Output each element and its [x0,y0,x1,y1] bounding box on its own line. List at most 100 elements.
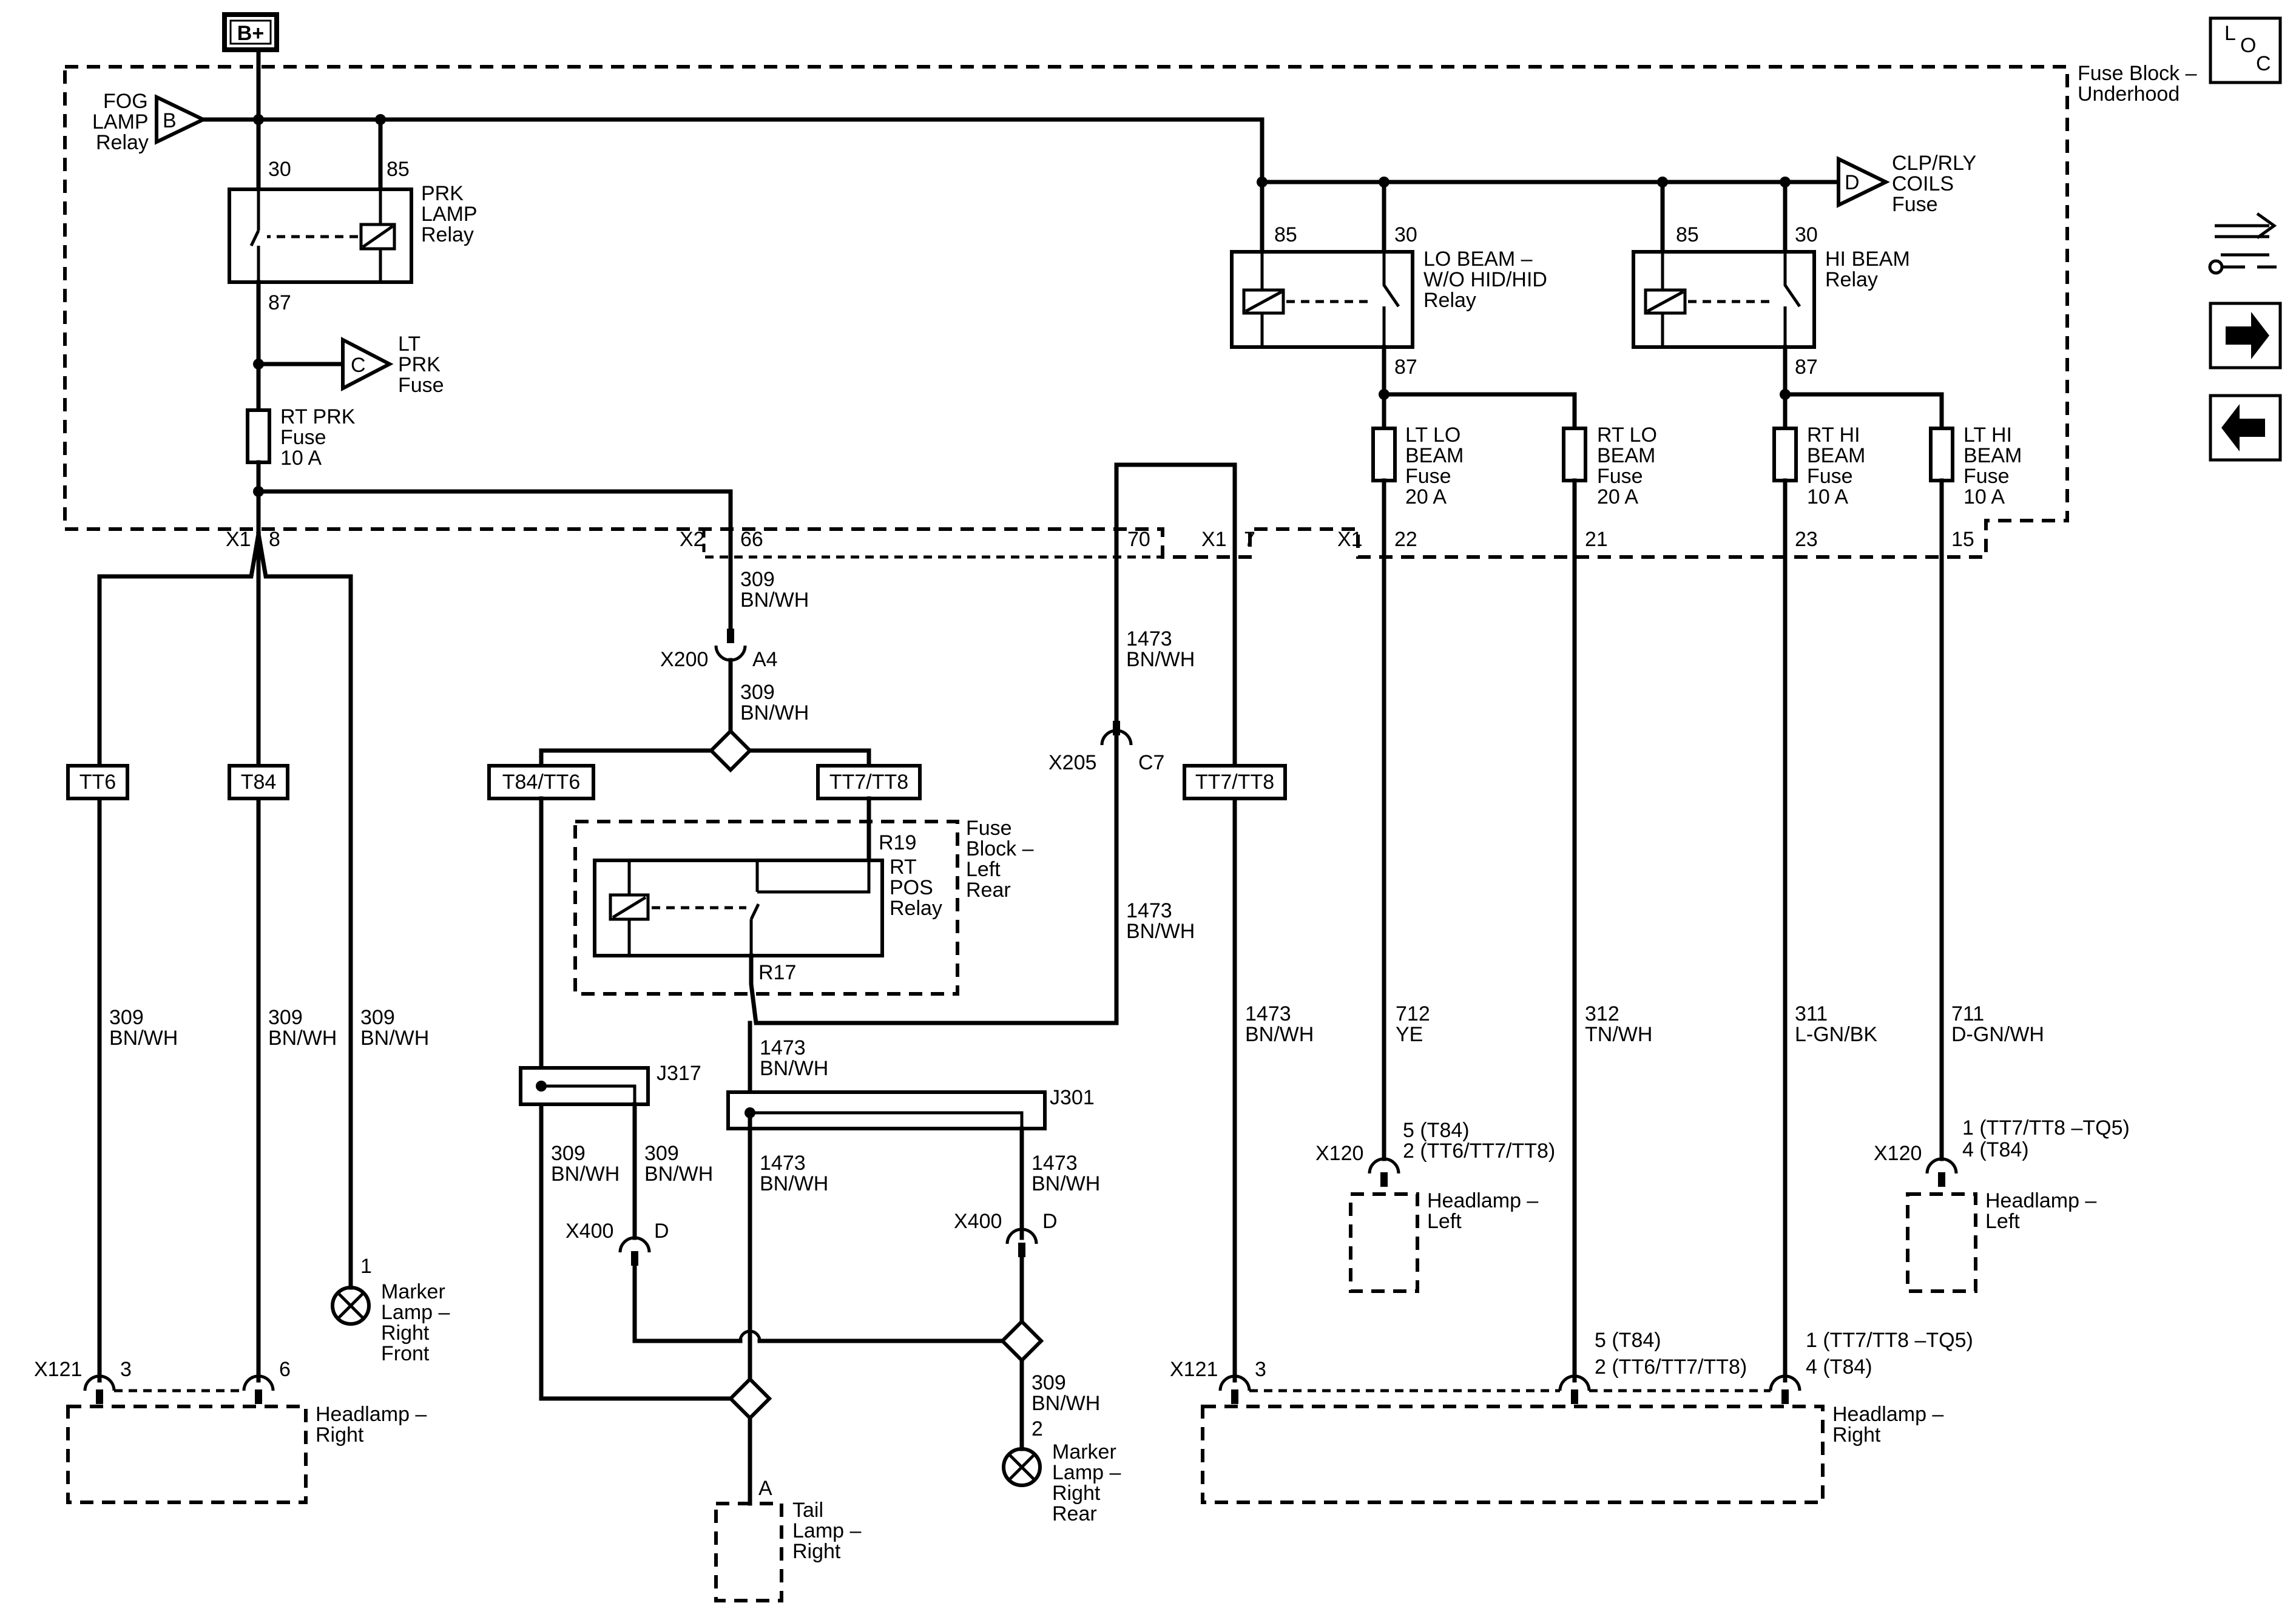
splice-diamond-tail [728,1376,772,1421]
fog-bus-wire [201,117,1264,184]
lt-hi-beam-fuse: LT HI BEAM Fuse 10 A [1929,424,2022,508]
svg-text:Fuse: Fuse [1892,193,1938,216]
loc-button[interactable]: L O C [2209,16,2282,84]
svg-text:23: 23 [1795,528,1818,551]
svg-text:C: C [351,354,366,377]
svg-text:8: 8 [269,528,280,551]
svg-text:O: O [2240,34,2256,57]
svg-text:Tail: Tail [792,1499,823,1522]
wire-1473-x2-label: 1473 BN/WH [1126,627,1195,671]
svg-text:Headlamp –: Headlamp – [1427,1189,1538,1212]
svg-text:D: D [1042,1210,1058,1233]
svg-text:309: 309 [268,1006,303,1029]
svg-text:15: 15 [1951,528,1974,551]
rt-hi-beam-fuse: RT HI BEAM Fuse 10 A [1772,424,1865,508]
connector-x200: X200 A4 [660,629,778,671]
svg-text:BEAM: BEAM [1597,444,1655,467]
svg-text:X400: X400 [954,1210,1002,1233]
svg-text:R17: R17 [758,961,796,984]
svg-text:FOG: FOG [103,90,148,113]
headlamp-right-right: Headlamp – Right [1201,1403,1943,1504]
svg-text:Right: Right [1052,1482,1101,1505]
headlamp-left-hi-connector: X120 1 (TT7/TT8 –TQ5) 4 (T84) [1874,1116,2130,1187]
wire-309-rear-label: 309 BN/WH [1032,1371,1100,1415]
wire-1473-from-relay [749,733,1119,1025]
bplus-label: B+ [237,22,264,45]
svg-text:Left: Left [1427,1210,1462,1233]
svg-text:309: 309 [109,1006,144,1029]
next-arrow-button[interactable] [2209,302,2282,370]
svg-text:Right: Right [792,1540,841,1563]
headlamp-right-left: Headlamp – Right [66,1403,427,1504]
previous-arrow-button[interactable] [2209,394,2282,462]
svg-text:POS: POS [890,876,933,899]
svg-text:66: 66 [740,528,763,551]
x2-connector-outline [702,529,1163,559]
svg-text:LT HI: LT HI [1963,424,2012,447]
svg-text:BN/WH: BN/WH [1245,1023,1314,1046]
svg-text:BN/WH: BN/WH [1126,648,1195,671]
lt-lo-beam-fuse: LT LO BEAM Fuse 20 A [1371,424,1464,508]
svg-text:W/O HID/HID: W/O HID/HID [1423,268,1547,291]
wiring-diagram-icon[interactable] [2208,212,2277,275]
svg-text:20 A: 20 A [1597,485,1638,508]
svg-text:1473: 1473 [760,1152,806,1175]
wire-309-to-x200 [256,489,733,640]
svg-text:309: 309 [360,1006,395,1029]
svg-text:Relay: Relay [1423,289,1476,312]
svg-text:1473: 1473 [760,1036,806,1059]
svg-text:Right: Right [316,1423,364,1447]
svg-text:Relay: Relay [890,897,942,920]
svg-text:X1: X1 [226,528,251,551]
wire-309-x200-label: 309 BN/WH [740,681,809,724]
svg-text:TT6: TT6 [79,771,116,794]
svg-text:D: D [1845,171,1860,194]
option-tt7-tt8-badge-right: TT7/TT8 [1183,764,1287,800]
svg-text:LT: LT [398,333,420,356]
svg-text:Fuse: Fuse [280,426,326,449]
svg-text:1473: 1473 [1126,627,1172,650]
svg-text:BN/WH: BN/WH [740,589,809,612]
wire-309-left-branch [539,796,733,1401]
svg-text:Right: Right [1832,1423,1881,1447]
wire-1473-j301-label: 1473 BN/WH [760,1036,828,1080]
svg-text:4 (T84): 4 (T84) [1962,1138,2029,1161]
svg-text:309: 309 [644,1142,679,1165]
svg-text:T84: T84 [241,771,277,794]
svg-text:85: 85 [1676,223,1699,246]
svg-text:Lamp –: Lamp – [792,1519,861,1542]
svg-text:2 (TT6/TT7/TT8): 2 (TT6/TT7/TT8) [1403,1139,1555,1163]
svg-text:87: 87 [268,291,291,314]
wire-1473-x205-loop [1114,462,1237,1383]
svg-text:85: 85 [387,158,410,181]
svg-text:X121: X121 [1170,1358,1218,1381]
svg-text:L-GN/BK: L-GN/BK [1795,1023,1877,1046]
lt-prk-fuse-reference: C LT PRK Fuse [341,333,444,397]
fuse-block-underhood-label: Fuse Block – Underhood [2078,62,2197,106]
svg-text:X120: X120 [1315,1142,1363,1165]
option-tt7-tt8-badge: TT7/TT8 [816,764,922,800]
svg-text:3: 3 [1255,1358,1266,1381]
svg-text:X1: X1 [1337,528,1363,551]
svg-text:D-GN/WH: D-GN/WH [1951,1023,2044,1046]
svg-text:1473: 1473 [1032,1152,1078,1175]
svg-text:309: 309 [551,1142,586,1165]
svg-text:Block –: Block – [966,837,1034,860]
svg-text:20 A: 20 A [1405,485,1447,508]
svg-text:Marker: Marker [1052,1440,1116,1463]
svg-text:TN/WH: TN/WH [1585,1023,1652,1046]
svg-text:1473: 1473 [1245,1002,1291,1025]
svg-text:Lamp –: Lamp – [381,1301,450,1324]
wire-labels-right: 712 YE 312 TN/WH 311 L-GN/BK 711 D-GN/WH [1396,1002,2044,1046]
svg-text:BN/WH: BN/WH [551,1163,620,1186]
svg-text:HI BEAM: HI BEAM [1825,248,1910,271]
headlamp-left-lo-connector: X120 5 (T84) 2 (TT6/TT7/TT8) [1315,1119,1555,1187]
svg-text:1473: 1473 [1126,899,1172,922]
wire-labels-j317: 309 BN/WH 309 BN/WH 1473 BN/WH 1473 BN/W… [551,1142,1100,1195]
svg-text:85: 85 [1274,223,1297,246]
splice-diamond-rear [999,1318,1044,1363]
svg-text:X1: X1 [1201,528,1227,551]
svg-text:10 A: 10 A [280,447,322,470]
svg-text:30: 30 [268,158,291,181]
wire-labels-left: 309 BN/WH 309 BN/WH 309 BN/WH [109,1006,429,1050]
